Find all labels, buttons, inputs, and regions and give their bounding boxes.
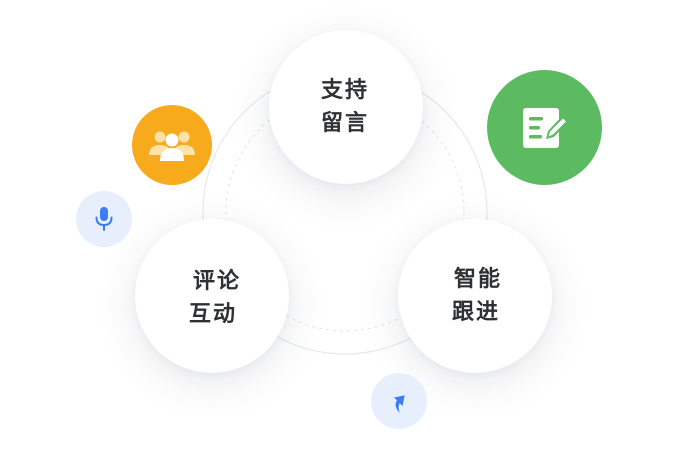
feature-label-line: 支持 [321,78,370,103]
feature-label-followup: 智能 跟进 [452,263,502,329]
feature-label-line: 留言 [321,111,370,136]
feature-label-comment: 评论 互动 [189,265,241,331]
feature-label-line: 智能 [454,267,503,292]
feature-label-message: 支持 留言 [321,74,369,140]
microphone-icon [76,191,132,247]
arrow-up-icon [371,373,427,429]
feature-bubble-followup: 智能 跟进 [398,219,552,373]
note-edit-icon [487,70,602,185]
feature-label-line: 跟进 [452,300,501,325]
feature-bubble-message: 支持 留言 [269,30,423,184]
feature-label-line: 互动 [189,302,238,327]
feature-label-line: 评论 [193,269,242,294]
feature-bubble-comment: 评论 互动 [135,219,289,373]
user-group-icon [132,105,212,185]
